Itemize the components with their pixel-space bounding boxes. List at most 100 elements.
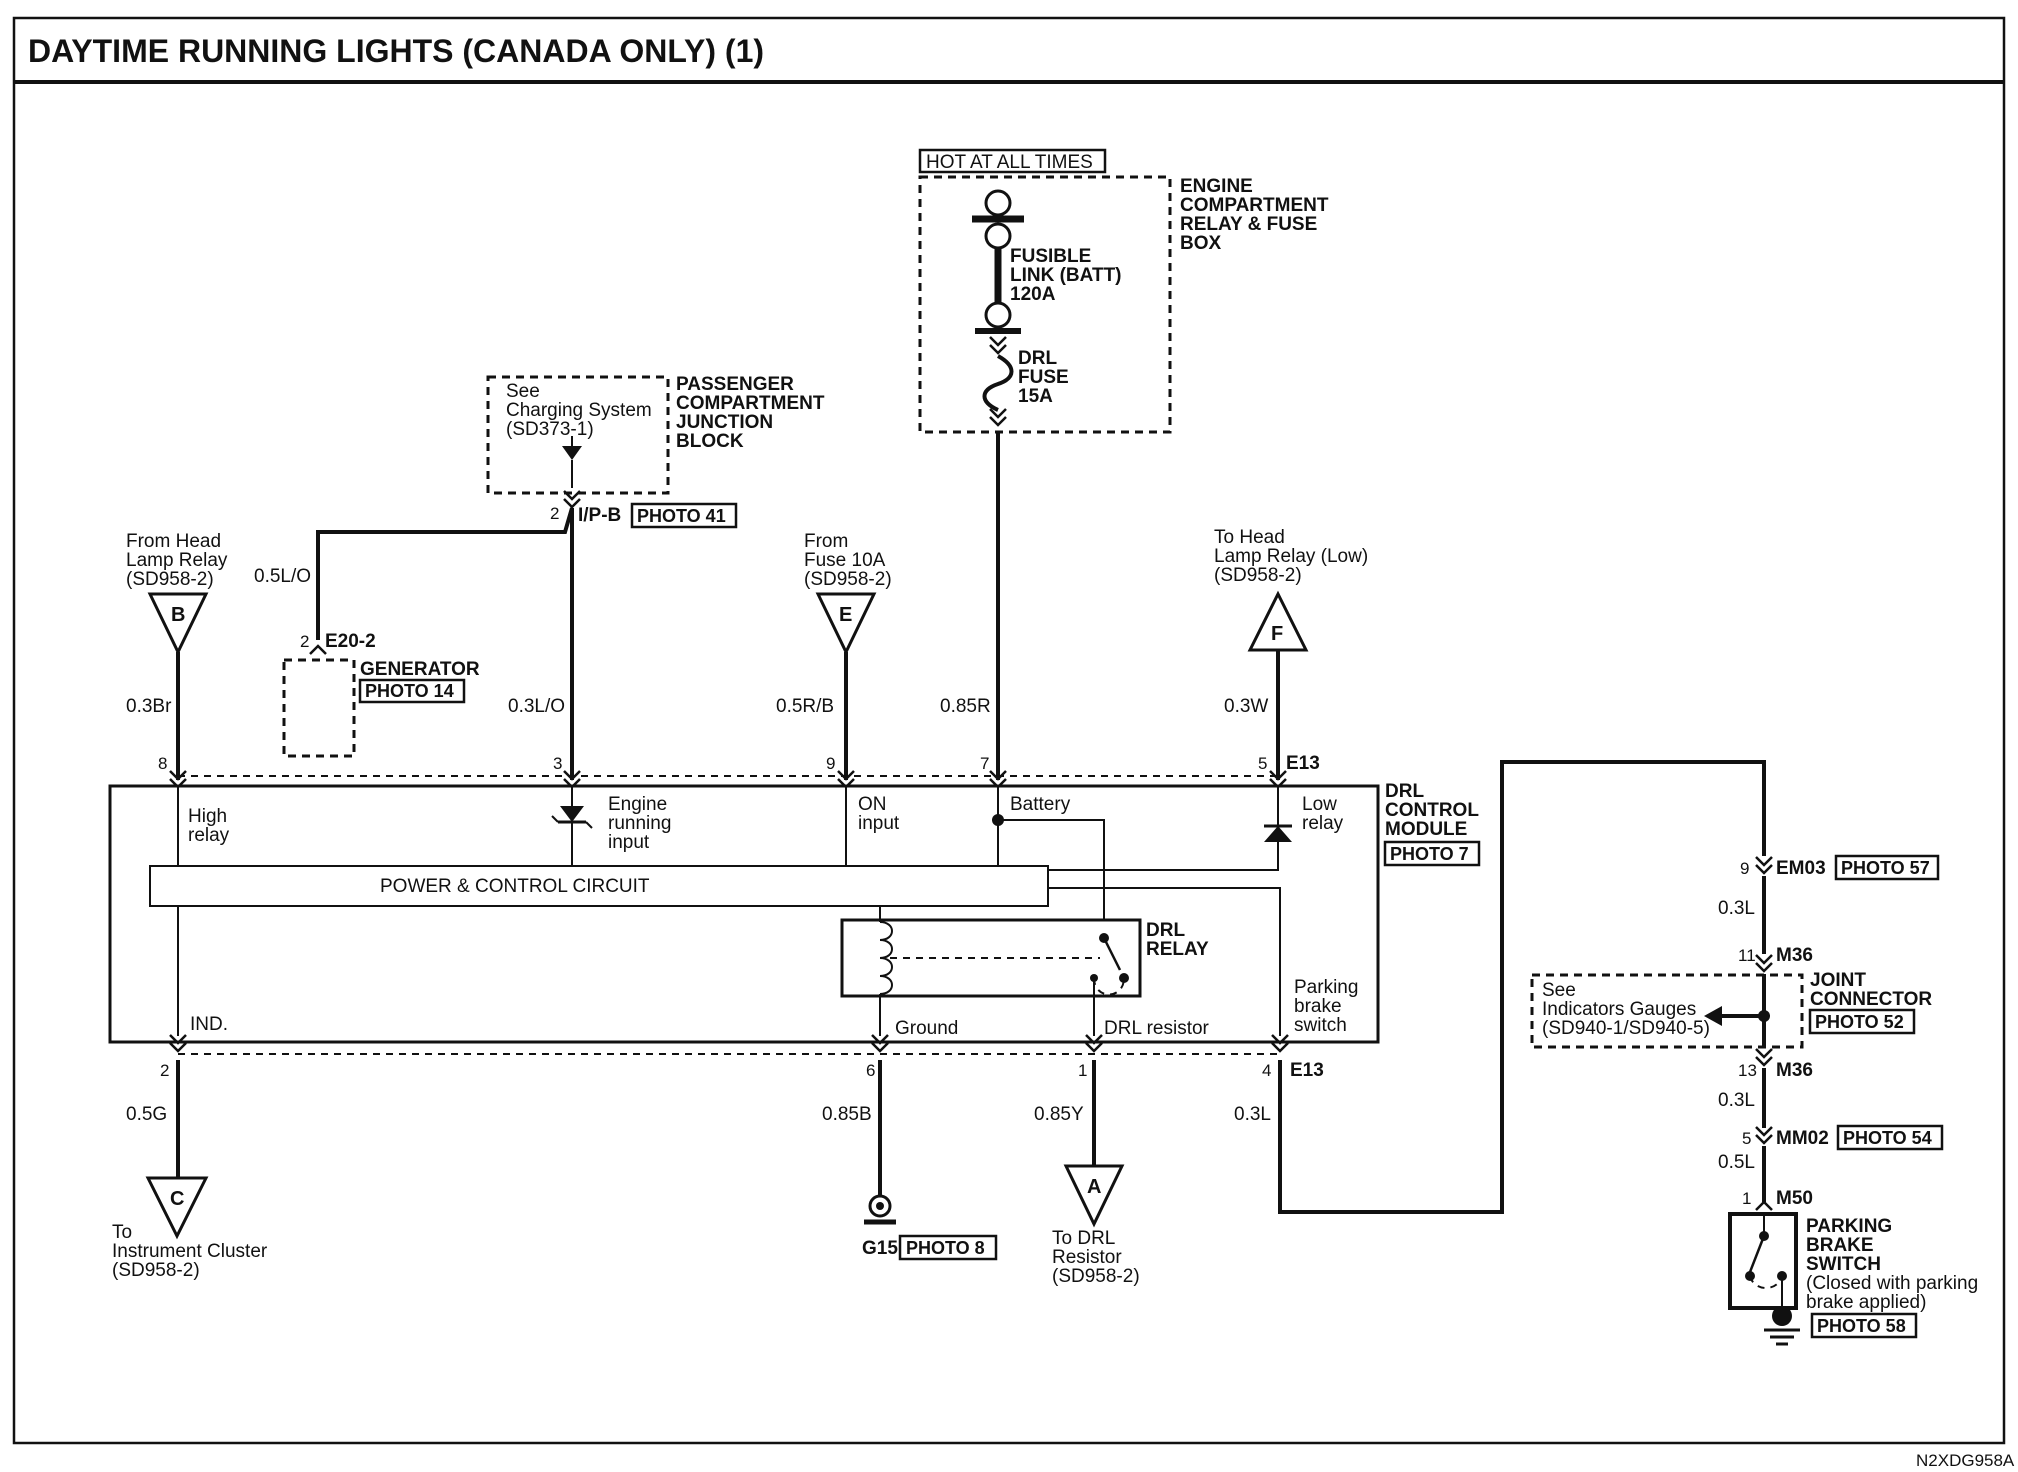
drl-fuse-label-3: 15A — [1018, 386, 1053, 407]
joint-name-2: CONNECTOR — [1810, 989, 1932, 1010]
joint-photo-badge — [1808, 1008, 1916, 1035]
passenger-junction-block: See Charging System (SD373-1) PASSENGER … — [486, 374, 825, 529]
mm02-wire-spec: 0.5L — [1718, 1152, 1755, 1173]
module-name-3: MODULE — [1385, 819, 1467, 840]
hot-at-all-times: HOT AT ALL TIMES — [926, 152, 1093, 173]
input-e-pin: 9 — [826, 754, 835, 773]
label-park-3: switch — [1294, 1015, 1347, 1036]
switch-note-1: (Closed with parking — [1806, 1273, 1978, 1294]
input-e-desc-2: Fuse 10A — [804, 550, 886, 571]
junction-photo-badge — [630, 502, 738, 529]
module-name-1: DRL — [1385, 781, 1424, 802]
label-high-2: relay — [188, 825, 230, 846]
label-high-1: High — [188, 806, 227, 827]
em03-wire-spec: 0.3L — [1718, 898, 1755, 919]
ground-pin: 6 — [866, 1061, 875, 1080]
ground-name: G15 — [862, 1238, 898, 1259]
parking-brake-switch: PARKING BRAKE SWITCH (Closed with parkin… — [1728, 1212, 1978, 1346]
output-a-pin: 1 — [1078, 1061, 1087, 1080]
output-c-wire-spec: 0.5G — [126, 1104, 167, 1125]
output-a-wire-spec: 0.85Y — [1034, 1104, 1084, 1125]
joint-note-3: (SD940-1/SD940-5) — [1542, 1018, 1710, 1039]
input-e-desc-3: (SD958-2) — [804, 569, 892, 590]
m36a-pin: 11 — [1738, 946, 1756, 965]
label-park-2: brake — [1294, 996, 1342, 1017]
power-control-circuit-label: POWER & CONTROL CIRCUIT — [380, 876, 650, 897]
fuse-box-name-2: COMPARTMENT — [1180, 195, 1329, 216]
generator-connector: E20-2 — [325, 631, 376, 652]
module-name-2: CONTROL — [1385, 800, 1479, 821]
mm02-connector: MM02 — [1776, 1128, 1829, 1149]
switch-ground-icon — [1772, 1306, 1792, 1326]
joint-photo: PHOTO 52 — [1815, 1012, 1904, 1032]
generator-wire — [316, 507, 574, 640]
parking-brake-wire — [1278, 760, 1766, 1214]
battery-wire-spec: 0.85R — [940, 696, 991, 717]
junction-name-3: JUNCTION — [676, 412, 773, 433]
relay-coil — [879, 921, 893, 995]
input-e-desc-1: From — [804, 531, 848, 552]
output-f-pin: 5 — [1258, 754, 1267, 773]
label-engine-1: Engine — [608, 794, 667, 815]
input-b-desc-3: (SD958-2) — [126, 569, 214, 590]
output-c-desc-1: To — [112, 1222, 132, 1243]
junction-photo: PHOTO 41 — [637, 506, 726, 526]
ground-wire-spec: 0.85B — [822, 1104, 872, 1125]
m36a-connector: M36 — [1776, 945, 1813, 966]
module-photo-badge — [1383, 840, 1481, 867]
label-engine-3: input — [608, 832, 650, 853]
m36b-pin: 13 — [1738, 1061, 1757, 1080]
output-c-pin: 2 — [160, 1061, 169, 1080]
input-e-wire-spec: 0.5R/B — [776, 696, 834, 717]
drl-relay-name-1: DRL — [1146, 920, 1185, 941]
joint-name-1: JOINT — [1810, 970, 1866, 991]
fuse-box-name-3: RELAY & FUSE — [1180, 214, 1317, 235]
ground-photo-badge — [898, 1234, 998, 1261]
output-f-desc-2: Lamp Relay (Low) — [1214, 546, 1368, 567]
hot-at-all-times-badge — [918, 148, 1107, 174]
m36b-connector: M36 — [1776, 1060, 1813, 1081]
drl-fuse-label-2: FUSE — [1018, 367, 1069, 388]
output-a-letter: A — [1087, 1176, 1101, 1198]
output-f-desc-1: To Head — [1214, 527, 1285, 548]
output-c-desc-2: Instrument Cluster — [112, 1241, 268, 1262]
output-c-desc-3: (SD958-2) — [112, 1260, 200, 1281]
power-control-circuit — [149, 865, 1049, 907]
output-f-desc-3: (SD958-2) — [1214, 565, 1302, 586]
joint-note-2: Indicators Gauges — [1542, 999, 1696, 1020]
output-a-desc-1: To DRL — [1052, 1228, 1115, 1249]
switch-name-1: PARKING — [1806, 1216, 1892, 1237]
output-c-triangle — [145, 1176, 209, 1240]
junction-note-1: See — [506, 381, 540, 402]
page-border — [12, 16, 2006, 1445]
switch-name-3: SWITCH — [1806, 1254, 1881, 1275]
switch-note-2: brake applied) — [1806, 1292, 1926, 1313]
label-drl-resistor: DRL resistor — [1104, 1018, 1210, 1039]
drl-fuse-symbol — [982, 354, 1014, 412]
output-f-wire-spec: 0.3W — [1224, 696, 1268, 717]
label-on-1: ON — [858, 794, 887, 815]
switch-photo-badge — [1810, 1312, 1918, 1339]
junction-name-1: PASSENGER — [676, 374, 794, 395]
junction-pin: 2 — [550, 504, 559, 523]
generator-photo-badge — [358, 678, 466, 704]
input-b-triangle — [147, 592, 209, 656]
label-low-1: Low — [1302, 794, 1337, 815]
label-battery: Battery — [1010, 794, 1071, 815]
output-a-desc-2: Resistor — [1052, 1247, 1122, 1268]
output-c-letter: C — [170, 1188, 184, 1210]
input-e-triangle — [815, 592, 877, 656]
label-ground: Ground — [895, 1018, 958, 1039]
input-b-desc-2: Lamp Relay — [126, 550, 228, 571]
fuse-box-name-4: BOX — [1180, 233, 1222, 254]
input-b-letter: B — [171, 604, 185, 626]
engine-running-pin: 3 — [553, 754, 562, 773]
junction-name-2: COMPARTMENT — [676, 393, 825, 414]
fusible-link-label-2: LINK (BATT) — [1010, 265, 1122, 286]
module-photo: PHOTO 7 — [1390, 844, 1469, 864]
mm02-photo-badge — [1836, 1124, 1944, 1151]
generator-name: GENERATOR — [360, 659, 480, 680]
junction-note-3: (SD373-1) — [506, 419, 594, 440]
em03-photo: PHOTO 57 — [1841, 858, 1930, 878]
